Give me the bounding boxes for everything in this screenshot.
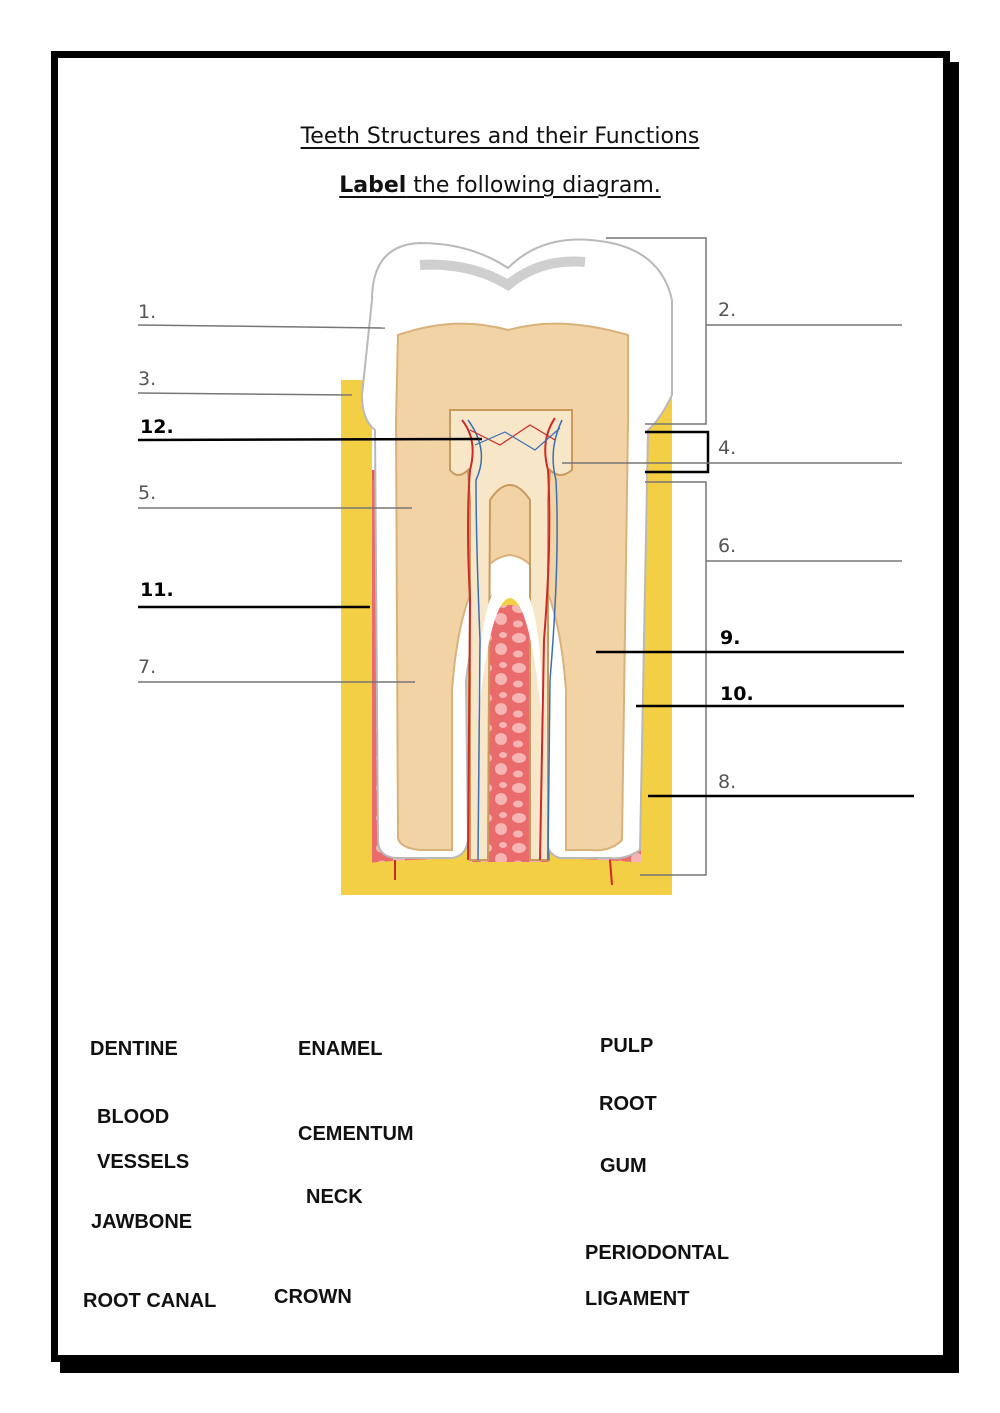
word-ligament: LIGAMENT — [585, 1288, 690, 1310]
label-9: 9. — [720, 627, 741, 649]
word-crown: CROWN — [274, 1286, 352, 1308]
label-4: 4. — [718, 437, 737, 459]
worksheet-title: Teeth Structures and their Functions — [0, 124, 1000, 149]
label-8: 8. — [718, 771, 737, 793]
label-7: 7. — [138, 656, 157, 678]
label-6: 6. — [718, 535, 737, 557]
blood-vessels — [394, 417, 613, 886]
label-1: 1. — [138, 301, 157, 323]
word-root-canal: ROOT CANAL — [83, 1290, 217, 1312]
label-11: 11. — [140, 579, 174, 601]
word-enamel: ENAMEL — [298, 1038, 383, 1060]
right-ligament-band — [641, 390, 672, 895]
word-gum: GUM — [600, 1155, 647, 1177]
root-gap — [478, 578, 542, 720]
word-vessels: VESSELS — [97, 1151, 190, 1173]
word-root: ROOT — [599, 1093, 657, 1115]
instruction-rest: the following diagram. — [406, 173, 661, 198]
word-cementum: CEMENTUM — [298, 1123, 414, 1145]
label-12: 12. — [140, 416, 174, 438]
left-ligament-band — [341, 380, 372, 895]
instruction: Label the following diagram. — [0, 173, 1000, 198]
word-periodontal: PERIODONTAL — [585, 1242, 730, 1264]
word-blood: BLOOD — [97, 1106, 170, 1128]
root-bracket — [640, 481, 707, 876]
instruction-bold: Label — [339, 173, 407, 198]
crown-groove — [419, 256, 586, 292]
word-pulp: PULP — [600, 1035, 654, 1057]
leader-lines — [137, 324, 914, 798]
base-band — [341, 857, 672, 895]
label-2: 2. — [718, 299, 737, 321]
neck-bracket — [645, 430, 710, 474]
label-5: 5. — [138, 482, 157, 504]
title-text: Teeth Structures and their Functions — [300, 124, 700, 149]
word-neck: NECK — [306, 1186, 363, 1208]
word-jawbone: JAWBONE — [91, 1211, 193, 1233]
label-10: 10. — [720, 683, 754, 705]
crown-bracket — [606, 237, 707, 425]
word-dentine: DENTINE — [90, 1038, 178, 1060]
label-3: 3. — [138, 368, 157, 390]
